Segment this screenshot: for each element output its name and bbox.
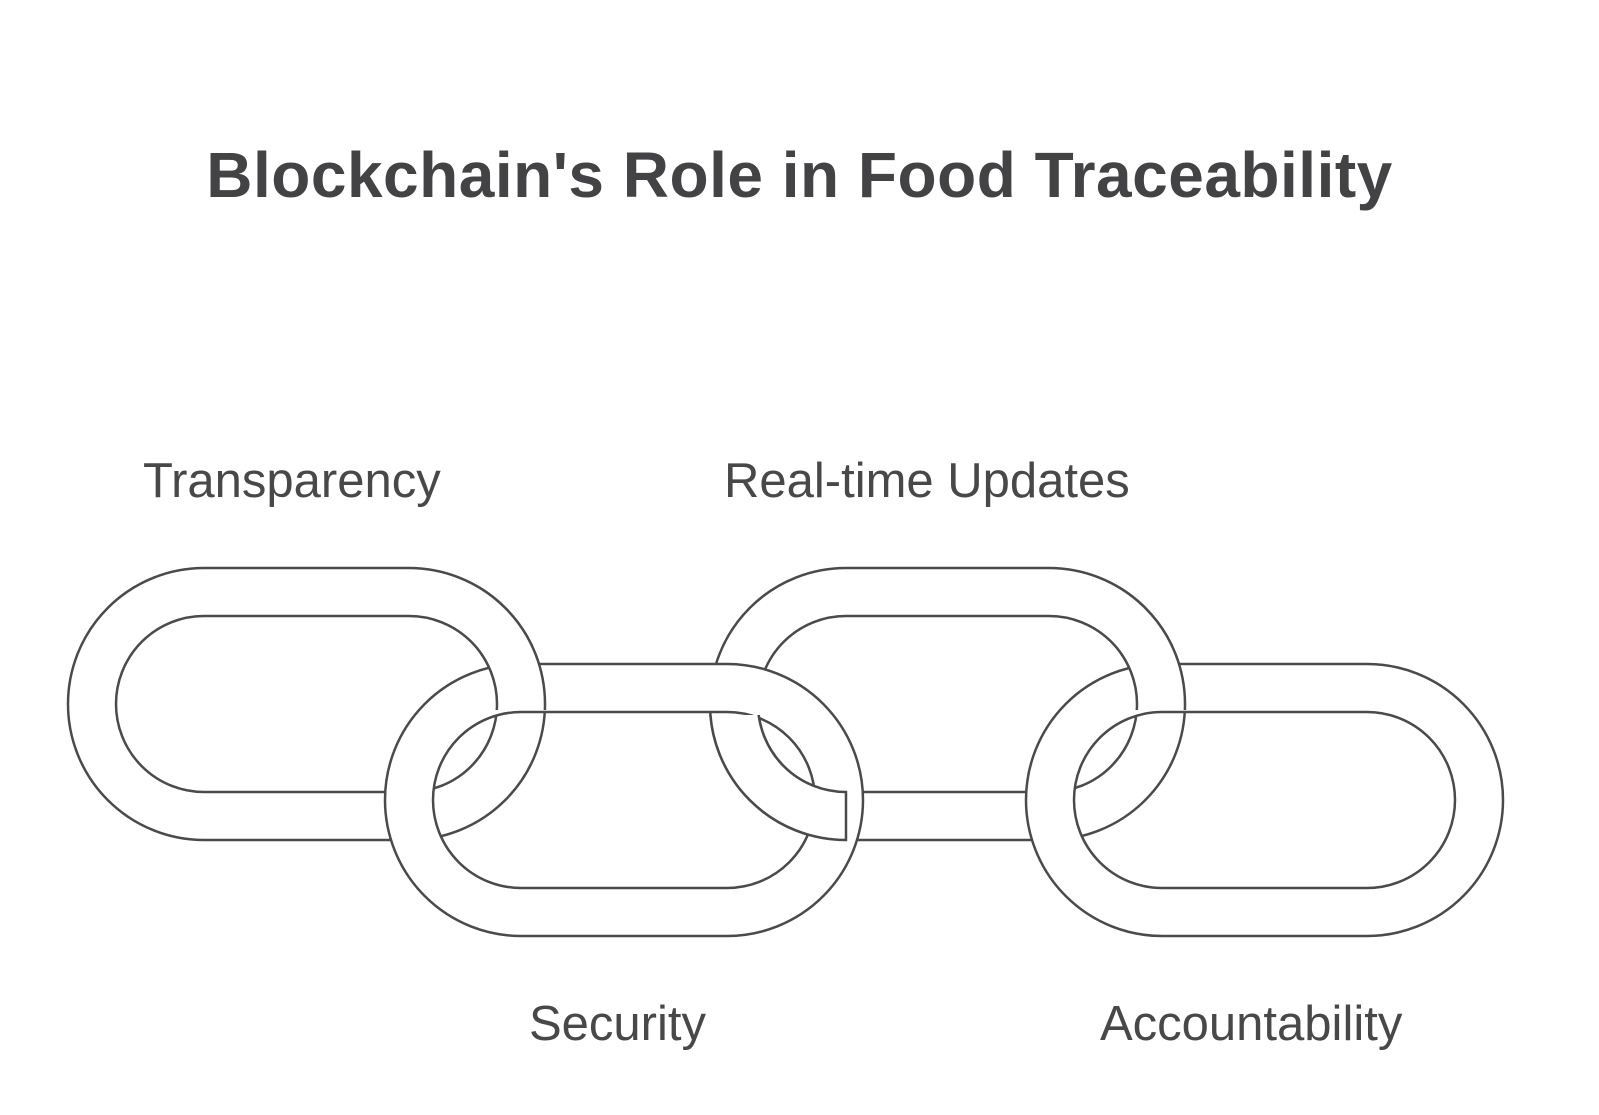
chain-link-accountability (1024, 662, 1505, 938)
interlock-overlay-real-time-left (709, 715, 848, 842)
diagram-title: Blockchain's Role in Food Traceability (206, 139, 1393, 211)
link-label-accountability: Accountability (1100, 997, 1403, 1051)
link-label-security: Security (529, 997, 707, 1051)
link-label-real-time-updates: Real-time Updates (724, 454, 1130, 508)
interlock-overlay-transparency (480, 586, 547, 710)
chain-link-security (383, 662, 865, 938)
link-label-transparency: Transparency (143, 454, 441, 508)
interlock-overlay-real-time-updates (1120, 586, 1187, 710)
